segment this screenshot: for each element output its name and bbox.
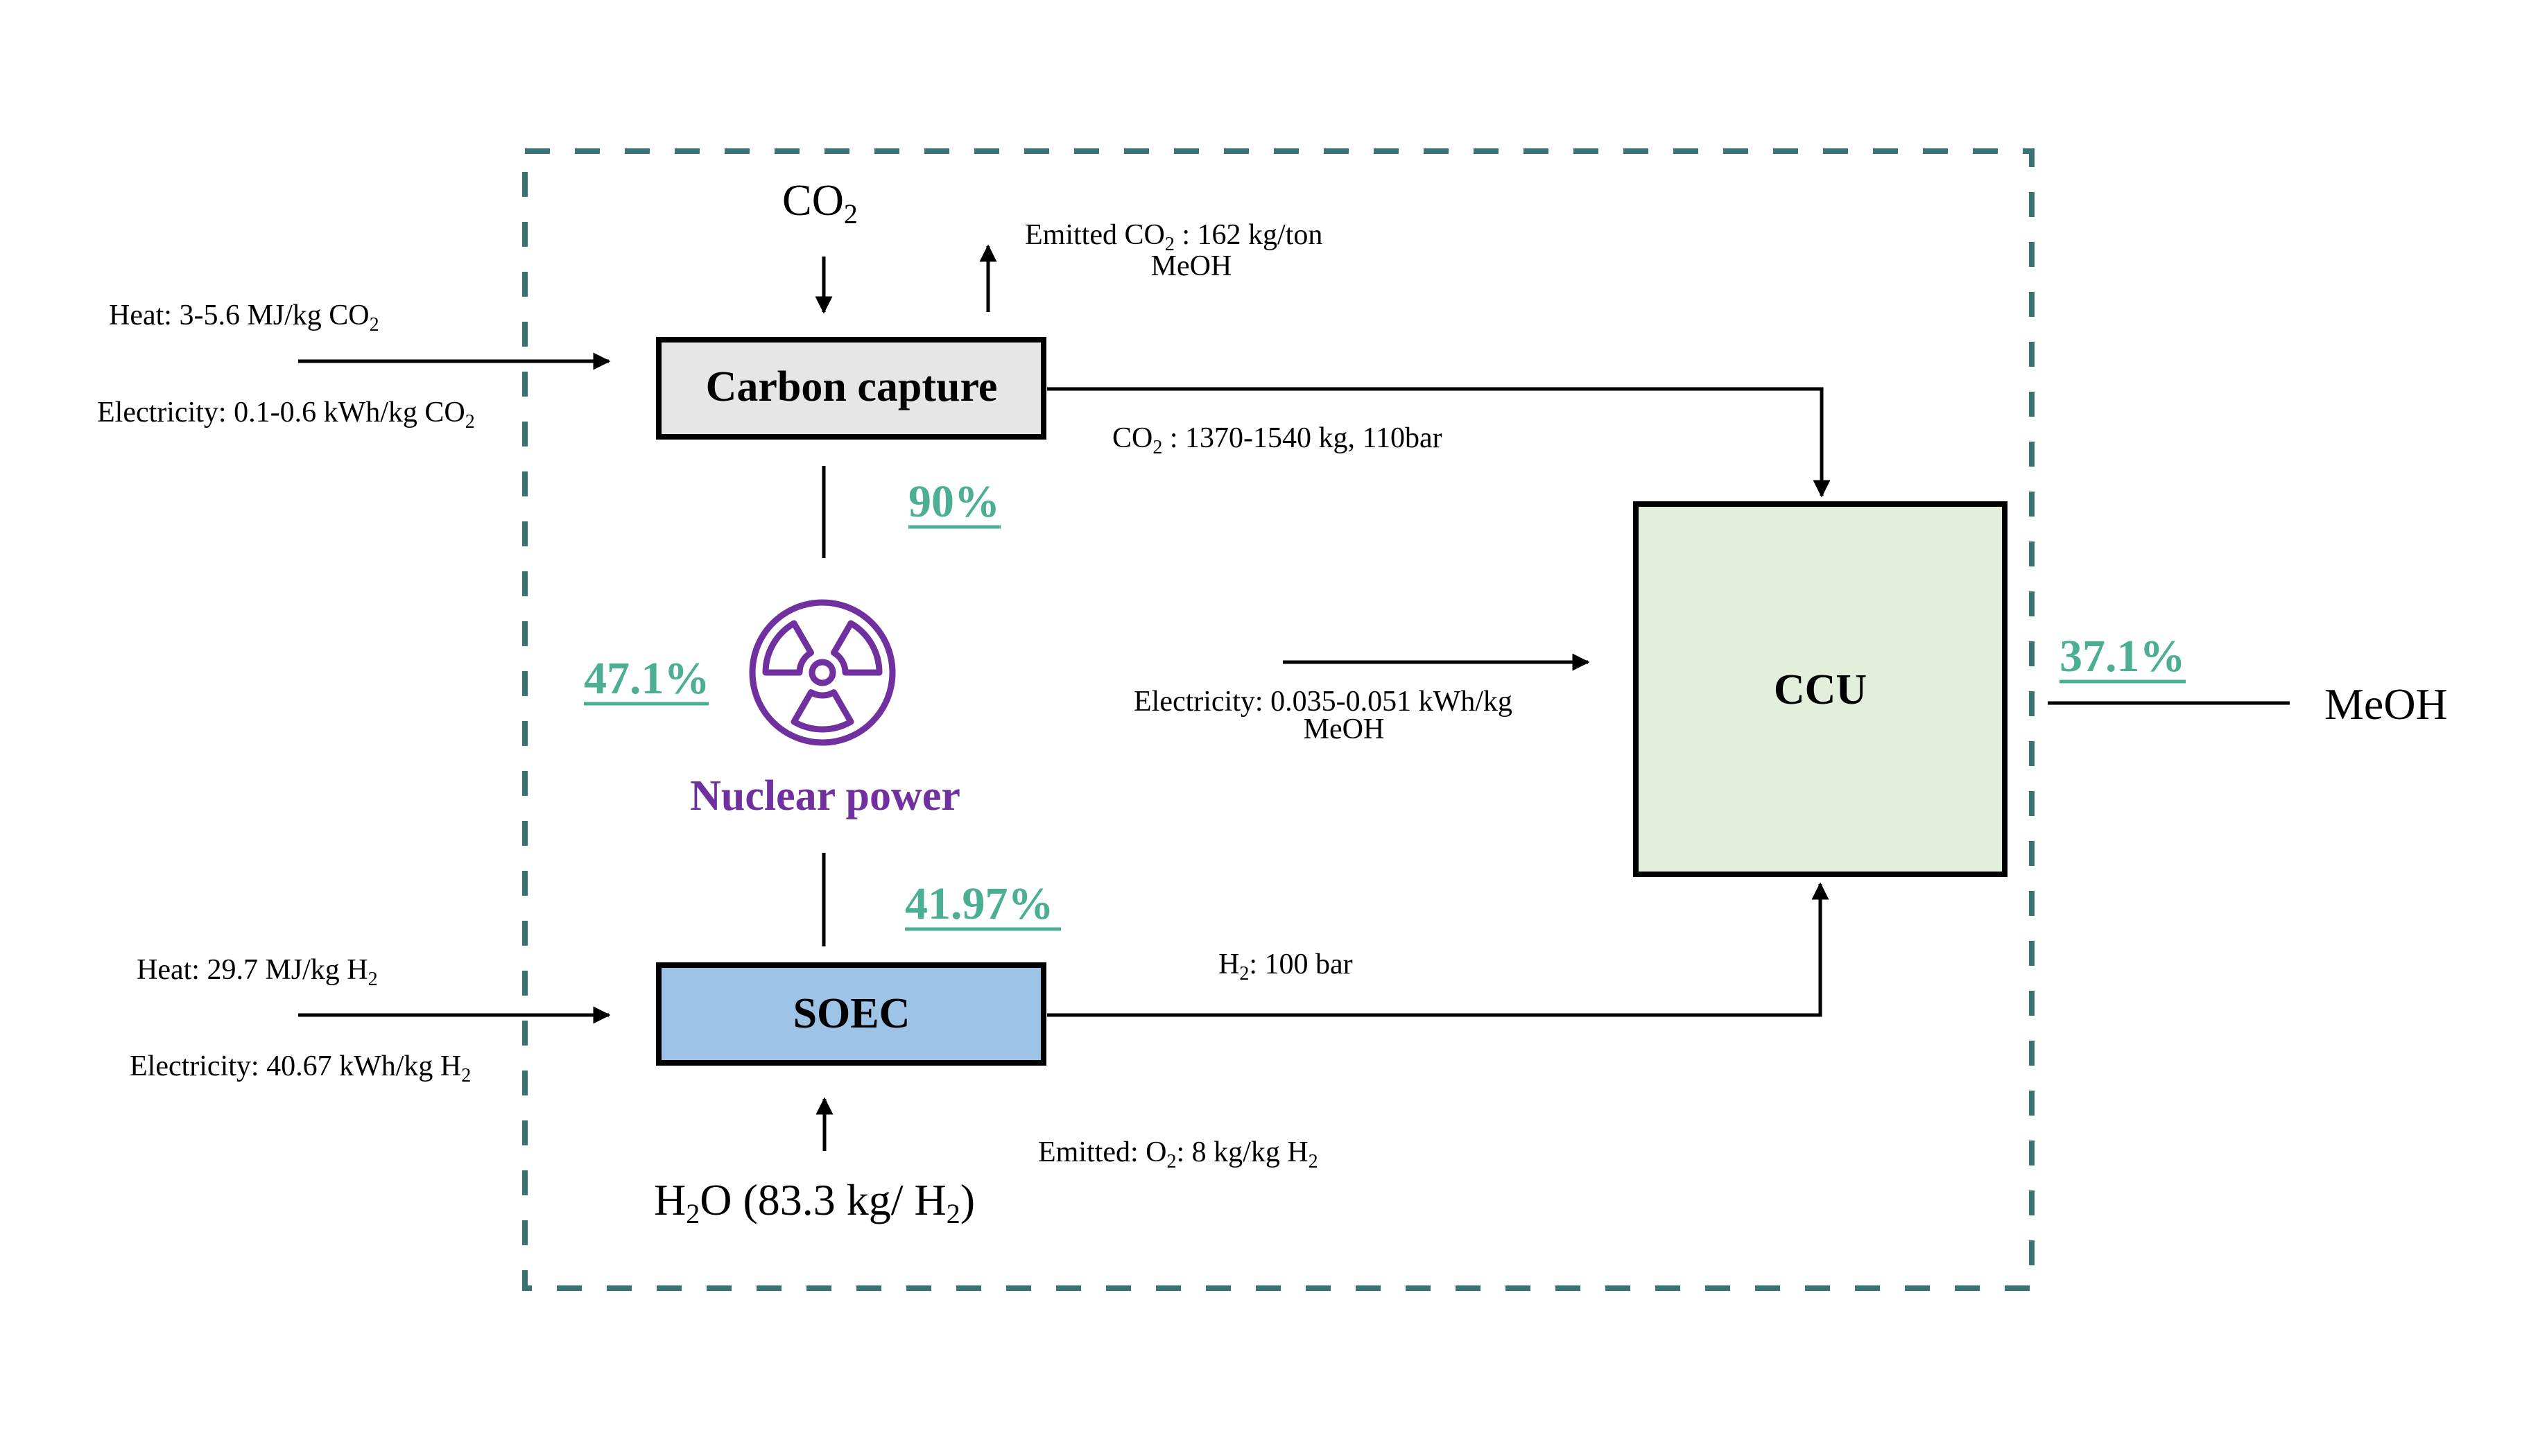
ccu-electricity-label-line2: MeOH xyxy=(1304,713,1385,745)
soec-box[interactable] xyxy=(656,962,1046,1066)
cc-heat-label: Heat: 3-5.6 MJ/kg CO2 xyxy=(109,300,379,336)
radiation-icon xyxy=(749,599,896,746)
h2-stream-label: H2: 100 bar xyxy=(1218,948,1353,985)
carbon-capture-label: Carbon capture xyxy=(706,363,998,410)
radiation-blade xyxy=(831,620,883,676)
soec-heat-label: Heat: 29.7 MJ/kg H2 xyxy=(137,954,378,990)
nuclear-power-label: Nuclear power xyxy=(690,772,960,820)
overall-efficiency: 37.1% xyxy=(2060,631,2186,682)
radiation-blade xyxy=(762,620,814,676)
soec-efficiency: 41.97% xyxy=(905,878,1054,929)
carbon-capture-box[interactable] xyxy=(656,337,1046,440)
system-boundary xyxy=(522,148,2035,1291)
ccu-box[interactable] xyxy=(1633,501,2008,877)
h2-to-ccu-line xyxy=(1047,882,1829,1017)
meoh-product-label: MeOH xyxy=(2324,679,2448,729)
emitted-co2-label-line2: MeOH xyxy=(1151,250,1232,282)
carbon-capture-efficiency: 90% xyxy=(908,476,1000,527)
soec-electricity-label: Electricity: 40.67 kWh/kg H2 xyxy=(130,1050,471,1086)
h2o-feed-label: H2O (83.3 kg/ H2) xyxy=(654,1175,975,1229)
radiation-blade xyxy=(791,689,854,733)
co2-stream-label: CO2 : 1370-1540 kg, 110bar xyxy=(1112,422,1442,458)
ccu-electricity-label: Electricity: 0.035-0.051 kWh/kg xyxy=(1134,686,1512,718)
cc-electricity-label: Electricity: 0.1-0.6 kWh/kg CO2 xyxy=(97,397,475,433)
soec-label: SOEC xyxy=(793,990,910,1037)
co2-to-ccu-line xyxy=(1047,387,1831,498)
ccu-label: CCU xyxy=(1774,666,1867,713)
nuclear-efficiency: 47.1% xyxy=(584,653,710,704)
emitted-o2-label: Emitted: O2: 8 kg/kg H2 xyxy=(1038,1136,1318,1172)
emitted-co2-label: Emitted CO2 : 162 kg/ton xyxy=(1025,219,1322,255)
co2-feed-label: CO2 xyxy=(782,175,858,229)
